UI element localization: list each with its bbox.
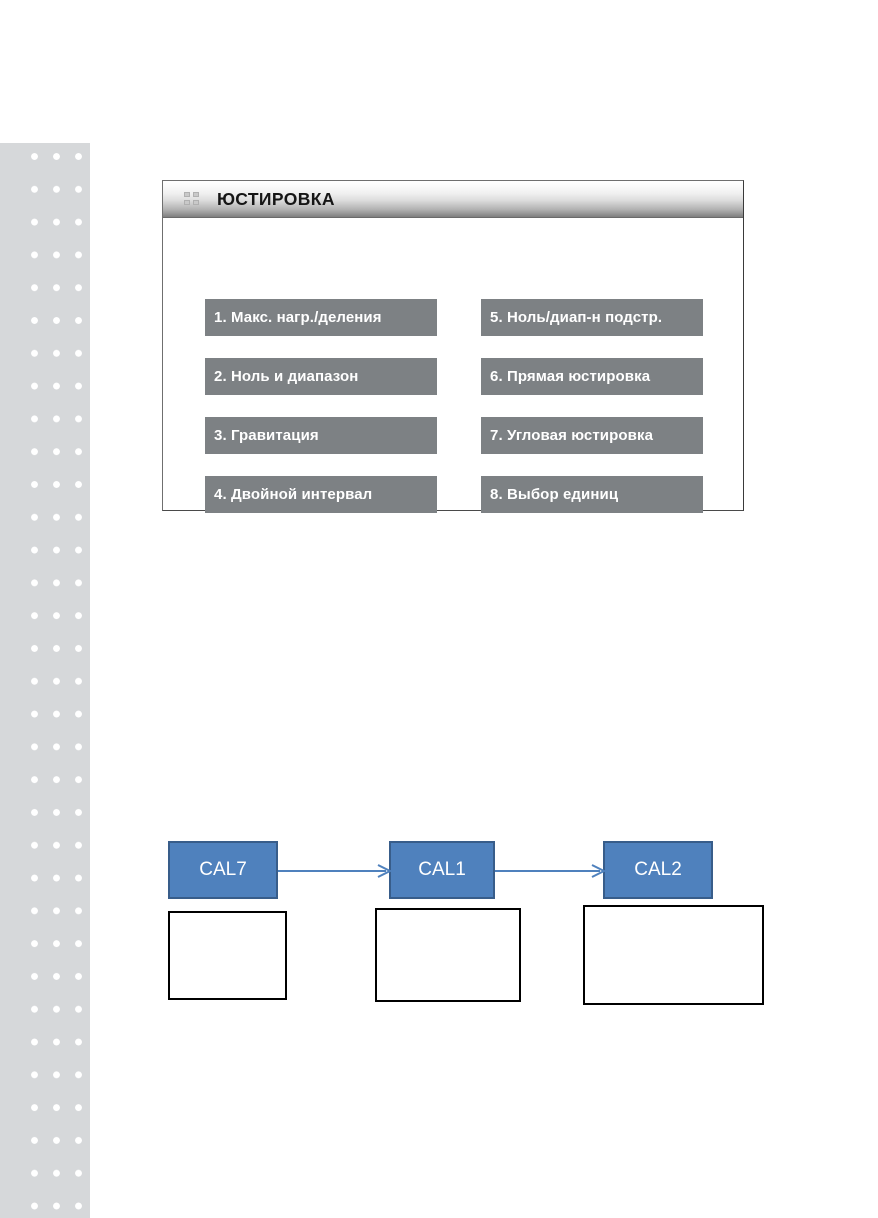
grid-2x2-icon: [184, 192, 199, 205]
menu-button-1[interactable]: 1. Макс. нагр./деления: [205, 299, 437, 336]
menu-button-2[interactable]: 2. Ноль и диапазон: [205, 358, 437, 395]
note-box-3[interactable]: [583, 905, 764, 1005]
grid-cell-3: [184, 200, 190, 205]
panel-body: 1. Макс. нагр./деления 2. Ноль и диапазо…: [163, 218, 743, 513]
page-title: ЮСТИРОВКА: [217, 188, 335, 209]
menu-button-4[interactable]: 4. Двойной интервал: [205, 476, 437, 513]
menu-left-column: 1. Макс. нагр./деления 2. Ноль и диапазо…: [205, 218, 437, 513]
dot-column-3: [75, 143, 82, 1218]
menu-right-column: 5. Ноль/диап-н подстр. 6. Прямая юстиров…: [481, 218, 703, 513]
side-decoration-band: [0, 143, 90, 1218]
cal-node-cal7[interactable]: CAL7: [168, 841, 278, 899]
arrow-cal7-to-cal1: [278, 864, 392, 878]
menu-button-8[interactable]: 8. Выбор единиц: [481, 476, 703, 513]
menu-button-5[interactable]: 5. Ноль/диап-н подстр.: [481, 299, 703, 336]
note-box-2[interactable]: [375, 908, 521, 1002]
adjustment-menu-panel: ЮСТИРОВКА 1. Макс. нагр./деления 2. Ноль…: [162, 180, 744, 513]
note-box-1[interactable]: [168, 911, 287, 1000]
cal-node-cal2[interactable]: CAL2: [603, 841, 713, 899]
dot-column-1: [31, 143, 38, 1218]
grid-cell-1: [184, 192, 190, 197]
menu-button-3[interactable]: 3. Гравитация: [205, 417, 437, 454]
grid-cell-4: [193, 200, 199, 205]
cal-node-cal1[interactable]: CAL1: [389, 841, 495, 899]
dot-column-2: [53, 143, 60, 1218]
panel-header: ЮСТИРОВКА: [163, 181, 743, 218]
grid-cell-2: [193, 192, 199, 197]
menu-button-7[interactable]: 7. Угловая юстировка: [481, 417, 703, 454]
menu-button-6[interactable]: 6. Прямая юстировка: [481, 358, 703, 395]
arrow-cal1-to-cal2: [495, 864, 606, 878]
